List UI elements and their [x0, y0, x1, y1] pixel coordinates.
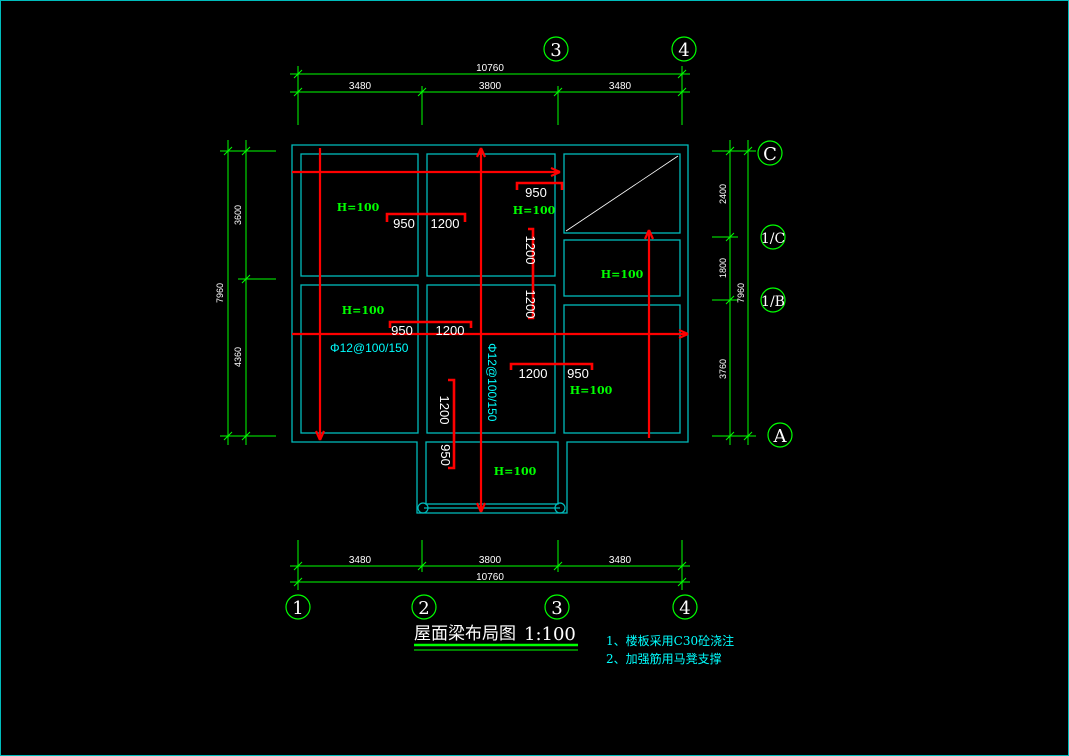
rebar-label-6: 950: [391, 323, 413, 338]
bottom-span-dim-2: 3800: [479, 555, 502, 566]
right-total-dim: 7960: [736, 283, 746, 303]
bottom-total-dim: 10760: [476, 572, 504, 583]
rebar-label-8: 1200: [519, 366, 548, 381]
slab-label-3: H=100: [601, 268, 644, 281]
slab-label-1: H=100: [337, 201, 380, 214]
top-axis-label-2: 4: [678, 40, 689, 61]
right-span-dim-1: 2400: [718, 184, 728, 204]
right-axis-label-a: A: [773, 426, 788, 447]
top-total-dim: 10760: [476, 63, 504, 74]
right-span-dim-3: 3760: [718, 359, 728, 379]
bottom-dimension-lines: [290, 540, 690, 590]
left-dimension-lines: [220, 140, 276, 445]
right-axis-bubbles: [757, 140, 793, 448]
left-total-dim: 7960: [215, 283, 225, 303]
title-underline: [414, 643, 578, 651]
rebar-reinforcement: [385, 181, 594, 470]
rebar-label-9: 950: [567, 366, 589, 381]
right-axis-label-c: C: [763, 144, 777, 165]
rebar-label-12: 950: [438, 444, 453, 466]
plan-walls: [291, 144, 689, 514]
slab-label-5: H=100: [570, 384, 613, 397]
column-circles: [417, 502, 566, 514]
top-span-dim-3: 3480: [609, 81, 632, 92]
slab-label-4: H=100: [342, 304, 385, 317]
right-axis-label-1b: 1/B: [761, 294, 785, 310]
slab-label-6: H=100: [494, 465, 537, 478]
rebar-spec-horizontal: Φ12@100/150: [330, 341, 409, 355]
bottom-axis-label-2: 2: [418, 598, 429, 619]
drawing-title: 屋面梁布局图: [414, 624, 516, 644]
right-axis-label-1c: 1/C: [761, 231, 785, 247]
drawing-scale: 1:100: [524, 624, 576, 645]
rebar-lines: [292, 147, 689, 513]
bottom-axis-bubbles: [285, 594, 698, 620]
slab-label-2: H=100: [513, 204, 556, 217]
rebar-spec-vertical: Φ12@100/150: [485, 343, 499, 422]
bottom-span-dim-1: 3480: [349, 555, 372, 566]
rebar-label-10: 1200: [437, 396, 452, 425]
note-2: 2、加强筋用马凳支撑: [606, 651, 722, 666]
rebar-label-2: 1200: [431, 216, 460, 231]
top-axis-bubbles: [543, 36, 697, 62]
rebar-label-5: 1200: [523, 290, 538, 319]
right-dimension-lines: [712, 140, 756, 445]
bottom-axis-label-1: 1: [292, 598, 303, 619]
top-span-dim-1: 3480: [349, 81, 372, 92]
bottom-axis-label-4: 4: [679, 598, 690, 619]
right-span-dim-2: 1800: [718, 258, 728, 278]
rebar-label-7: 1200: [436, 323, 465, 338]
top-axis-label-1: 3: [550, 40, 561, 61]
top-span-dim-2: 3800: [479, 81, 502, 92]
rebar-label-3: 950: [525, 185, 547, 200]
top-dimension-lines: [290, 66, 690, 125]
bottom-span-dim-3: 3480: [609, 555, 632, 566]
left-span-dim-2: 4360: [233, 347, 243, 367]
rebar-label-1: 950: [393, 216, 415, 231]
bottom-axis-label-3: 3: [551, 598, 562, 619]
note-1: 1、楼板采用C30砼浇注: [606, 633, 734, 648]
left-span-dim-1: 3600: [233, 205, 243, 225]
rebar-label-4: 1200: [523, 236, 538, 265]
